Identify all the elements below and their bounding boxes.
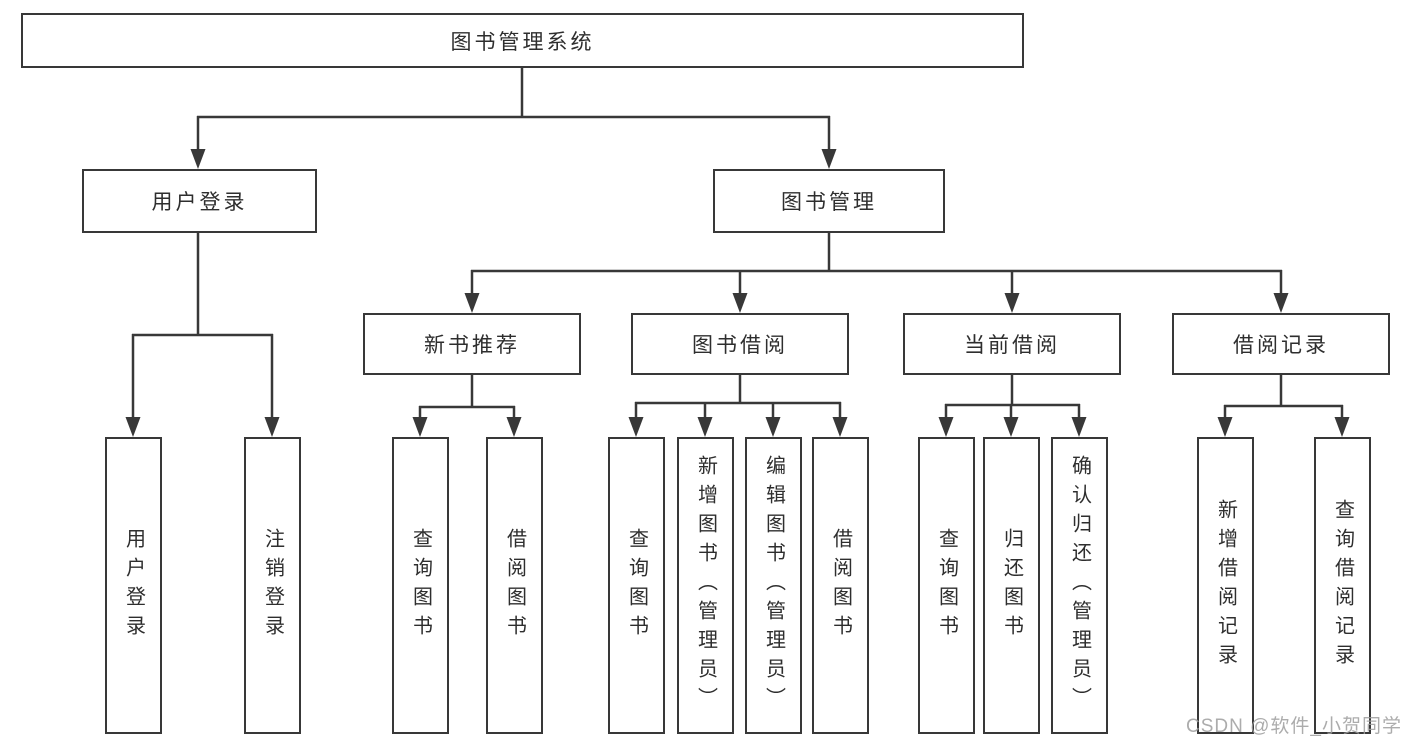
node-root: 图书管理系统 xyxy=(21,13,1024,68)
leaf-newbook-query-label: 查询图书 xyxy=(409,527,432,644)
leaf-borrow-borrow: 借阅图书 xyxy=(812,437,869,734)
csdn-watermark: CSDN @软件_小贺同学 xyxy=(1186,716,1402,737)
connector-newbook-to-leaves xyxy=(412,375,522,437)
node-root-label: 图书管理系统 xyxy=(450,30,595,54)
connector-currentborrow-to-leaves xyxy=(938,375,1087,437)
leaf-borrow-add-label: 新增图书（管理员） xyxy=(694,455,717,716)
leaf-current-return: 归还图书 xyxy=(983,437,1040,734)
connector-borrowrecord-to-leaves xyxy=(1217,375,1350,437)
node-borrow-record-label: 借阅记录 xyxy=(1233,334,1329,357)
leaf-newbook-query: 查询图书 xyxy=(392,437,449,734)
leaf-record-add-label: 新增借阅记录 xyxy=(1214,498,1237,673)
leaf-borrow-edit-label: 编辑图书（管理员） xyxy=(762,455,785,716)
leaf-user-login-label: 用户登录 xyxy=(122,527,145,644)
leaf-newbook-borrow: 借阅图书 xyxy=(486,437,543,734)
connector-root-to-level2 xyxy=(190,68,837,169)
node-user-login-label: 用户登录 xyxy=(151,191,248,214)
leaf-current-confirm-return-label: 确认归还（管理员） xyxy=(1068,455,1091,716)
node-book-borrow: 图书借阅 xyxy=(631,313,849,375)
node-user-login: 用户登录 xyxy=(82,169,317,233)
connector-bookmgmt-to-level3 xyxy=(464,233,1289,313)
leaf-logout-label: 注销登录 xyxy=(261,527,284,644)
leaf-borrow-query-label: 查询图书 xyxy=(625,527,648,644)
leaf-newbook-borrow-label: 借阅图书 xyxy=(503,527,526,644)
leaf-borrow-edit: 编辑图书（管理员） xyxy=(745,437,802,734)
leaf-borrow-add: 新增图书（管理员） xyxy=(677,437,734,734)
connector-userlogin-to-leaves xyxy=(125,233,280,437)
leaf-current-query: 查询图书 xyxy=(918,437,975,734)
connector-bookborrow-to-leaves xyxy=(628,375,848,437)
leaf-record-query-label: 查询借阅记录 xyxy=(1331,498,1354,673)
node-book-management: 图书管理 xyxy=(713,169,945,233)
leaf-borrow-query: 查询图书 xyxy=(608,437,665,734)
node-book-management-label: 图书管理 xyxy=(781,191,877,214)
leaf-user-login: 用户登录 xyxy=(105,437,162,734)
node-book-borrow-label: 图书借阅 xyxy=(692,334,788,357)
leaf-current-return-label: 归还图书 xyxy=(1000,527,1023,644)
leaf-current-query-label: 查询图书 xyxy=(935,527,958,644)
node-new-book-recommend: 新书推荐 xyxy=(363,313,581,375)
leaf-logout: 注销登录 xyxy=(244,437,301,734)
node-new-book-recommend-label: 新书推荐 xyxy=(424,334,520,357)
leaf-record-query: 查询借阅记录 xyxy=(1314,437,1371,734)
leaf-current-confirm-return: 确认归还（管理员） xyxy=(1051,437,1108,734)
node-current-borrow: 当前借阅 xyxy=(903,313,1121,375)
node-borrow-record: 借阅记录 xyxy=(1172,313,1390,375)
leaf-record-add: 新增借阅记录 xyxy=(1197,437,1254,734)
leaf-borrow-borrow-label: 借阅图书 xyxy=(829,527,852,644)
node-current-borrow-label: 当前借阅 xyxy=(964,334,1060,357)
